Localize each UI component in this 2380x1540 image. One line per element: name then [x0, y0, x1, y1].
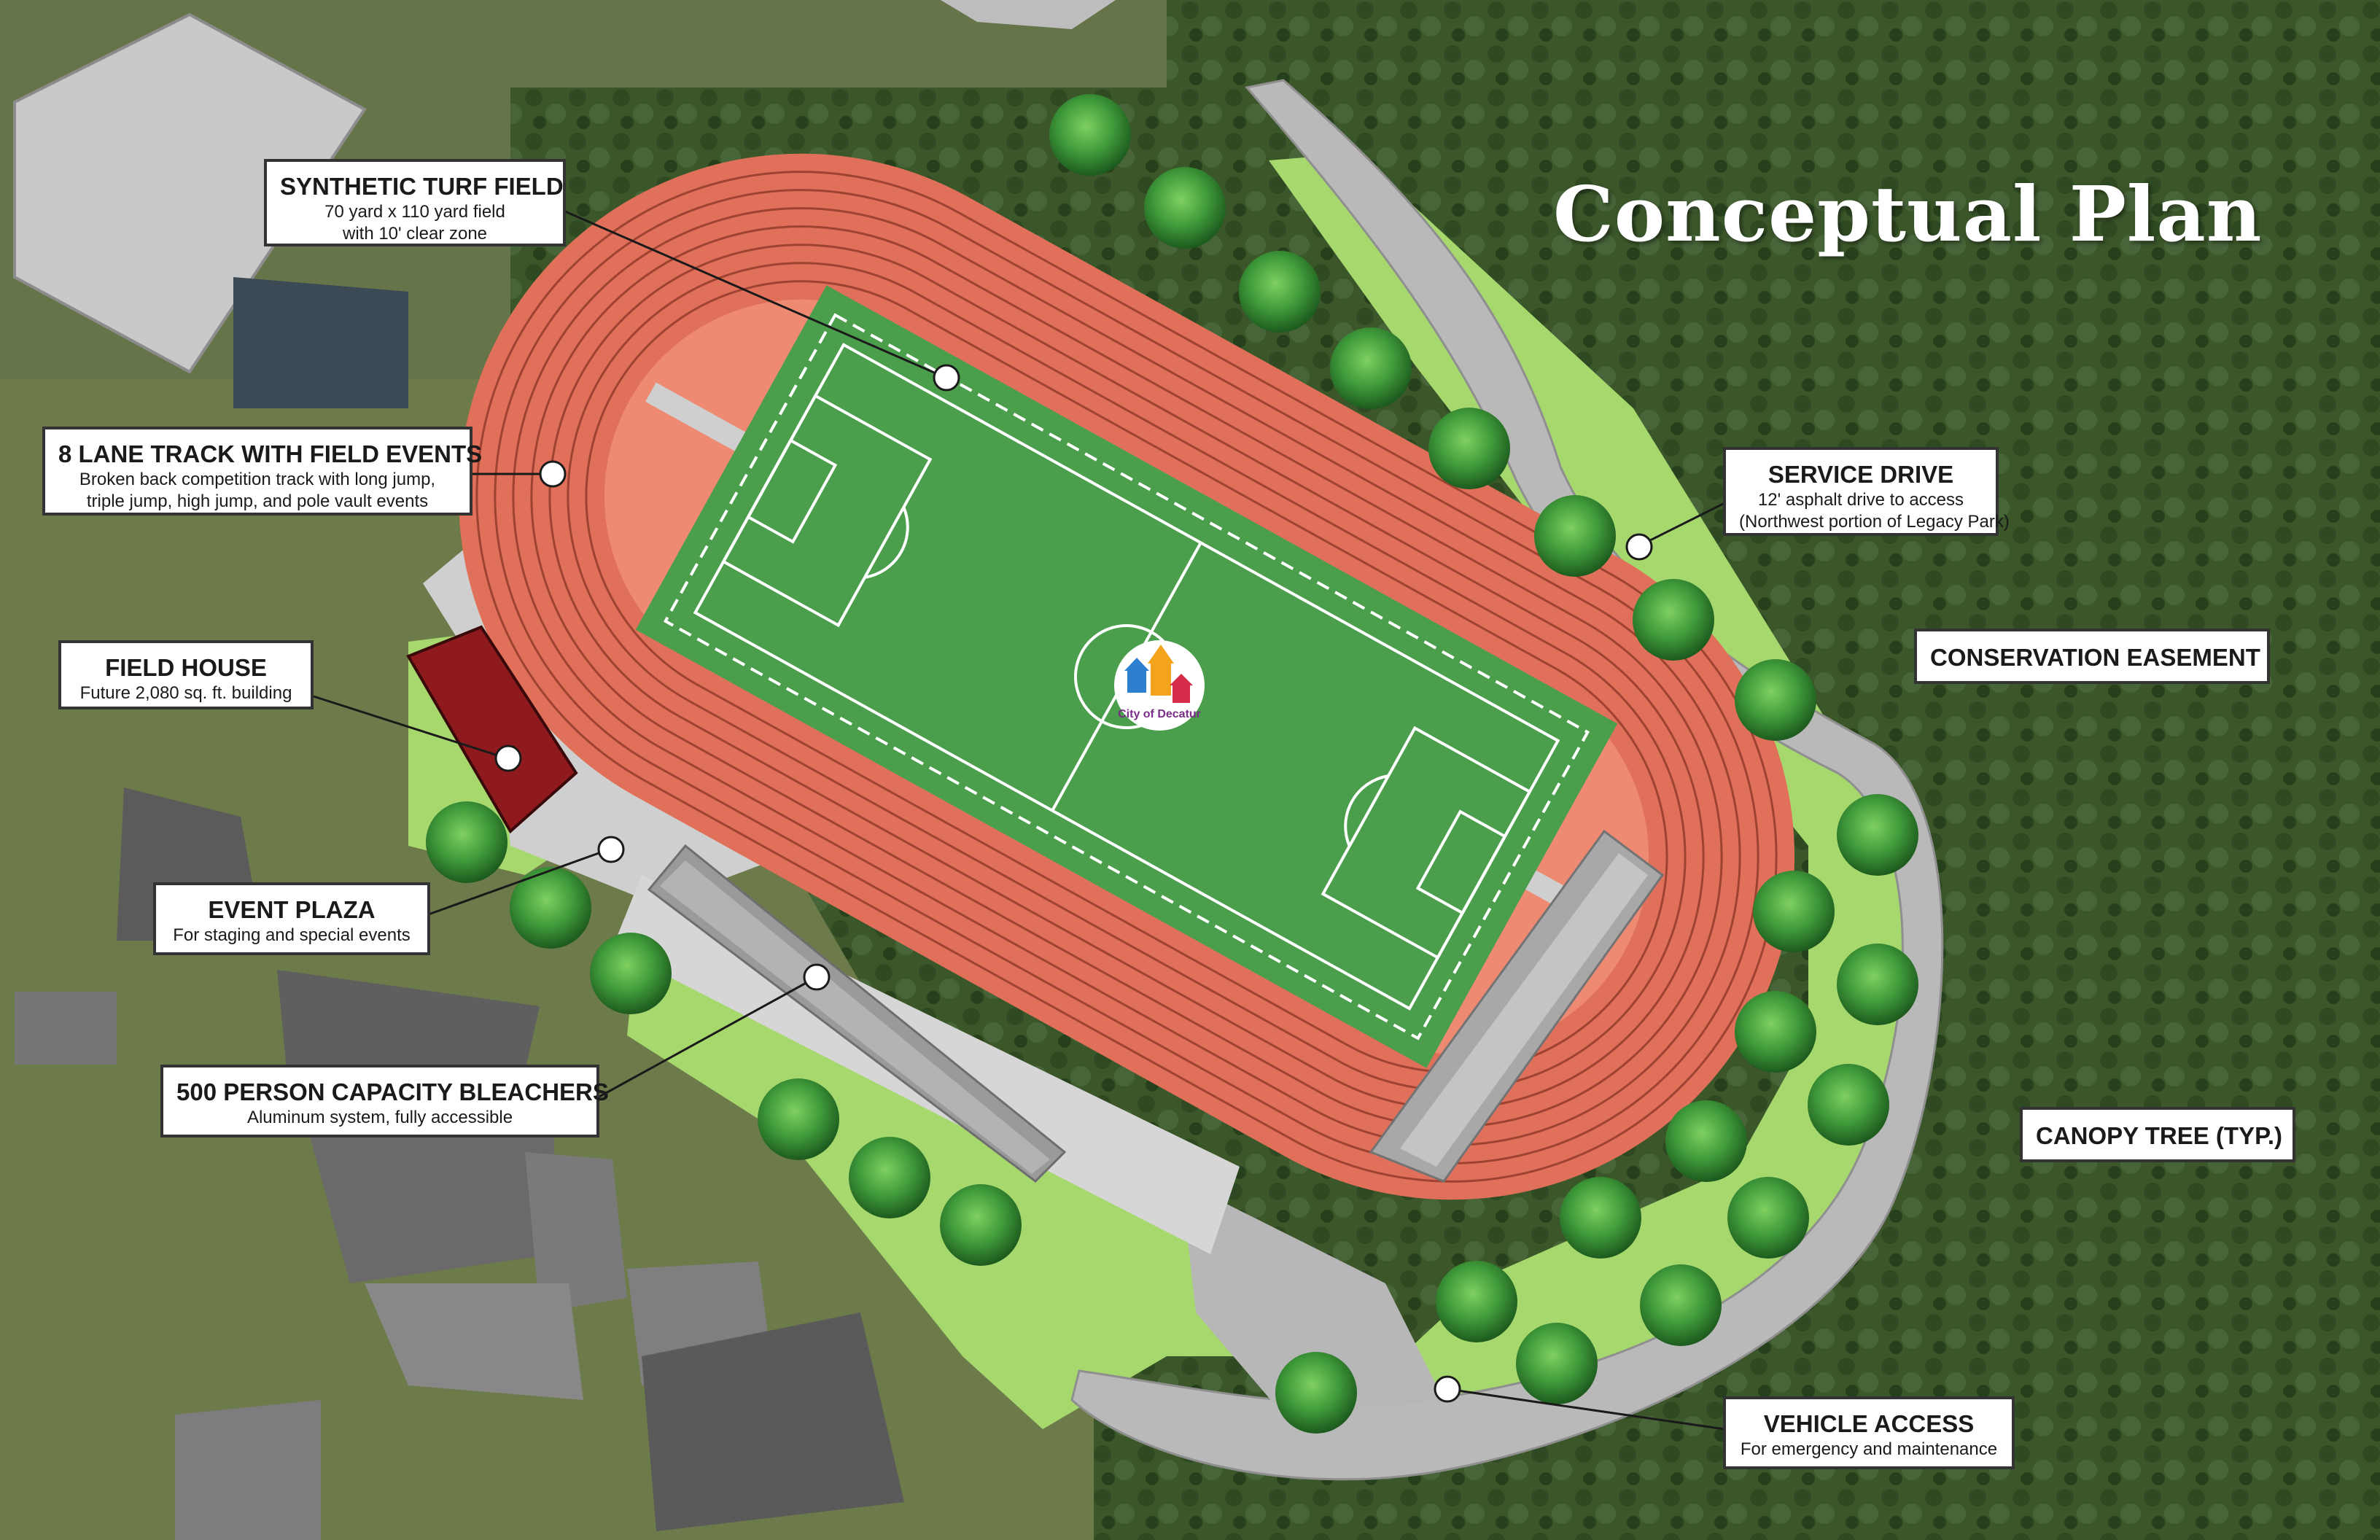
callout-title: 8 LANE TRACK WITH FIELD EVENTS — [58, 440, 483, 467]
canopy-tree — [1534, 495, 1616, 577]
callout-title: SYNTHETIC TURF FIELD — [280, 173, 564, 200]
canopy-tree — [1640, 1264, 1722, 1346]
callout-detail: Future 2,080 sq. ft. building — [79, 683, 292, 703]
callout-event-plaza: EVENT PLAZA For staging and special even… — [153, 882, 430, 955]
canopy-tree — [1428, 408, 1510, 489]
canopy-tree — [1049, 94, 1131, 176]
marker-turf-field — [933, 364, 960, 392]
canopy-tree — [758, 1078, 839, 1160]
callout-canopy-tree: CANOPY TREE (TYP.) — [2020, 1107, 2295, 1162]
canopy-tree — [1665, 1100, 1747, 1182]
canopy-tree — [1436, 1261, 1517, 1342]
canopy-tree — [1560, 1177, 1641, 1259]
canopy-tree — [1633, 579, 1714, 661]
callout-detail: 70 yard x 110 yard field — [324, 202, 505, 222]
callout-detail: For emergency and maintenance — [1740, 1439, 1998, 1459]
city-logo-text: City of Decatur — [1118, 708, 1201, 720]
canopy-tree — [1753, 871, 1835, 952]
plan-title: Conceptual Plan — [1553, 169, 2263, 259]
canopy-tree — [510, 867, 591, 949]
canopy-tree — [1516, 1323, 1598, 1404]
callout-service-drive: SERVICE DRIVE 12' asphalt drive to acces… — [1723, 447, 2010, 536]
canopy-tree — [1808, 1064, 1889, 1146]
east-bleachers — [1369, 829, 1665, 1183]
canopy-tree — [1735, 991, 1816, 1073]
callout-synthetic-turf-field: SYNTHETIC TURF FIELD 70 yard x 110 yard … — [264, 159, 566, 246]
callout-leaders — [313, 210, 1725, 1431]
callout-markers — [494, 364, 1653, 1403]
callout-field-house: FIELD HOUSE Future 2,080 sq. ft. buildin… — [58, 640, 314, 709]
canopy-tree — [940, 1184, 1022, 1266]
marker-event-plaza — [597, 836, 625, 863]
callout-track: 8 LANE TRACK WITH FIELD EVENTS Broken ba… — [42, 427, 483, 516]
track-lane-lines — [475, 171, 1778, 1183]
west-bleachers — [647, 844, 1067, 1183]
canopy-trees — [426, 94, 1918, 1434]
callout-title: CANOPY TREE (TYP.) — [2036, 1122, 2283, 1149]
field-house-building — [406, 625, 578, 834]
city-logo: City of Decatur — [1114, 640, 1205, 731]
callout-detail: with 10' clear zone — [342, 224, 488, 244]
canopy-tree — [1275, 1352, 1357, 1434]
marker-service-drive — [1625, 533, 1653, 561]
callout-detail: triple jump, high jump, and pole vault e… — [86, 491, 429, 511]
canopy-tree — [1330, 327, 1412, 409]
canopy-tree — [1735, 659, 1816, 741]
vehicle-access-paving — [1181, 1181, 1444, 1415]
canopy-tree — [1837, 794, 1918, 876]
callout-title: 500 PERSON CAPACITY BLEACHERS — [176, 1078, 609, 1105]
marker-bleachers — [803, 963, 831, 991]
callout-title: FIELD HOUSE — [105, 654, 267, 681]
marker-track — [539, 460, 567, 488]
canopy-tree — [1239, 251, 1321, 332]
lawn-east — [1269, 153, 1925, 1429]
marker-vehicle-access — [1434, 1375, 1461, 1403]
canopy-tree — [590, 933, 672, 1014]
callout-title: VEHICLE ACCESS — [1763, 1410, 1975, 1437]
callout-conservation-easement: CONSERVATION EASEMENT — [1914, 629, 2270, 684]
callout-detail: (Northwest portion of Legacy Park) — [1739, 512, 2010, 532]
canopy-tree — [1727, 1177, 1809, 1259]
callout-detail: Broken back competition track with long … — [79, 470, 436, 489]
callout-detail: Aluminum system, fully accessible — [246, 1108, 513, 1127]
callout-title: SERVICE DRIVE — [1768, 461, 1954, 488]
callout-vehicle-access: VEHICLE ACCESS For emergency and mainten… — [1723, 1396, 2015, 1469]
canopy-tree — [426, 801, 508, 883]
callout-title: EVENT PLAZA — [208, 896, 376, 923]
canopy-tree — [849, 1137, 930, 1218]
callout-detail: For staging and special events — [173, 925, 411, 945]
callout-title: CONSERVATION EASEMENT — [1930, 644, 2260, 671]
callout-detail: 12' asphalt drive to access — [1757, 490, 1964, 510]
pole-vault-runway — [645, 382, 746, 451]
canopy-tree — [1837, 944, 1918, 1025]
canopy-tree — [1144, 167, 1226, 249]
callout-bleachers: 500 PERSON CAPACITY BLEACHERS Aluminum s… — [160, 1065, 609, 1138]
marker-field-house — [494, 744, 522, 772]
